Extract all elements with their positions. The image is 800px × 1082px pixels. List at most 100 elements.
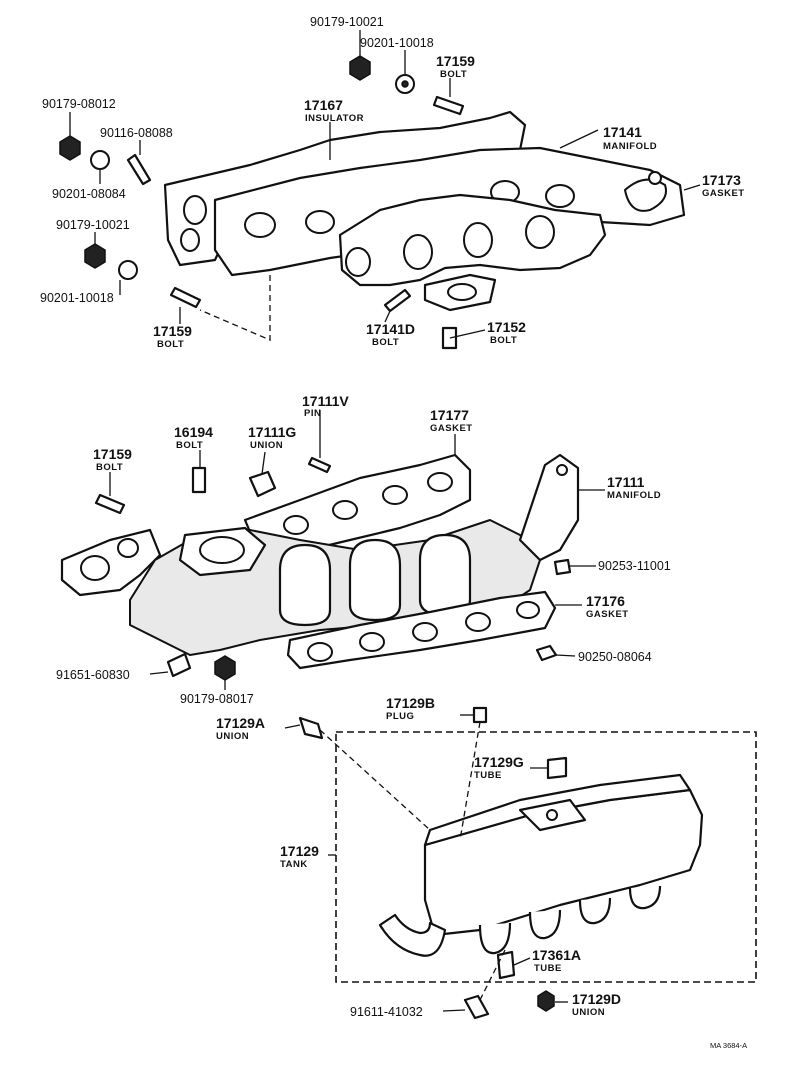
label-90179-08017: 90179-08017 bbox=[180, 692, 254, 706]
label-17141: 17141 bbox=[603, 124, 642, 140]
nut-90179-08017 bbox=[214, 655, 236, 681]
plug-90250-08064 bbox=[535, 644, 558, 662]
label-90201-10018-top: 90201-10018 bbox=[360, 36, 434, 50]
tank-assembly bbox=[298, 706, 757, 1020]
label-17129G-name: TUBE bbox=[474, 770, 502, 781]
drawing-reference: MA 3684-A bbox=[710, 1041, 747, 1050]
flange-port bbox=[545, 184, 575, 208]
flange-port bbox=[80, 555, 110, 581]
tank-tube bbox=[578, 897, 612, 925]
label-91611-41032: 91611-41032 bbox=[350, 1005, 423, 1019]
label-17152: 17152 bbox=[487, 319, 526, 335]
label-17129B: 17129B bbox=[386, 695, 435, 711]
label-90250-08064: 90250-08064 bbox=[578, 650, 652, 664]
label-16194: 16194 bbox=[174, 424, 213, 440]
nut-90179-10021-left bbox=[84, 243, 106, 269]
label-17129A-name: UNION bbox=[216, 731, 249, 742]
union-17129A bbox=[298, 716, 324, 740]
label-17111V: 17111V bbox=[302, 393, 349, 409]
intake-assembly bbox=[60, 453, 580, 681]
plug-90253-11001 bbox=[553, 558, 572, 576]
label-17111-name: MANIFOLD bbox=[607, 490, 661, 501]
label-17173-name: GASKET bbox=[702, 188, 745, 199]
manifold-bracket bbox=[518, 453, 580, 562]
alignment-line bbox=[319, 729, 431, 831]
flange-bolt-hole bbox=[648, 171, 662, 185]
label-90179-08012: 90179-08012 bbox=[42, 97, 116, 111]
exhaust-port bbox=[525, 215, 555, 249]
label-17129-name: TANK bbox=[280, 859, 308, 870]
label-90253-11001: 90253-11001 bbox=[598, 559, 671, 573]
label-90179-10021-left: 90179-10021 bbox=[56, 218, 130, 232]
gasket-port bbox=[412, 622, 438, 642]
bolt-91651-60830 bbox=[166, 652, 192, 678]
flange-port bbox=[305, 210, 335, 234]
gasket-port bbox=[359, 632, 385, 652]
plug-17129B bbox=[472, 706, 488, 724]
bolt-91611-41032 bbox=[463, 994, 490, 1020]
label-17141D-name: BOLT bbox=[372, 337, 399, 348]
exhaust-port bbox=[403, 234, 433, 270]
bracket-hole bbox=[556, 464, 568, 476]
label-17141-name: MANIFOLD bbox=[603, 141, 657, 152]
label-17152-name: BOLT bbox=[490, 335, 517, 346]
label-17141D: 17141D bbox=[366, 321, 415, 337]
bolt-17141D bbox=[383, 288, 412, 313]
exhaust-port bbox=[345, 247, 371, 277]
union-17111G bbox=[248, 470, 277, 498]
bolt-17159-mid bbox=[94, 493, 126, 515]
gasket-port bbox=[382, 485, 408, 505]
label-91651-60830: 91651-60830 bbox=[56, 668, 130, 682]
label-17129D-name: UNION bbox=[572, 1007, 605, 1018]
stud-90116-08088 bbox=[126, 153, 152, 186]
exhaust-port bbox=[463, 222, 493, 258]
label-17129B-name: PLUG bbox=[386, 711, 414, 722]
washer-90201-10018-left bbox=[118, 260, 138, 280]
runner bbox=[348, 538, 402, 622]
label-17129D: 17129D bbox=[572, 991, 621, 1007]
tank-tube bbox=[628, 885, 662, 910]
gasket-port bbox=[307, 642, 333, 662]
label-17167: 17167 bbox=[304, 97, 343, 113]
insulator-port bbox=[180, 228, 200, 252]
part-labels: 90179-10021 90201-10018 17159 BOLT 90179… bbox=[40, 15, 747, 1050]
label-17177-name: GASKET bbox=[430, 423, 473, 434]
label-17129: 17129 bbox=[280, 843, 319, 859]
flange-port bbox=[244, 212, 276, 238]
flange-port bbox=[117, 538, 139, 558]
label-17129G: 17129G bbox=[474, 754, 524, 770]
gasket-port bbox=[516, 601, 540, 619]
label-17176-name: GASKET bbox=[586, 609, 629, 620]
label-17111V-name: PIN bbox=[304, 408, 321, 419]
leader-lines bbox=[69, 30, 701, 1012]
label-17159-left-name: BOLT bbox=[157, 339, 184, 350]
mount-hole bbox=[546, 809, 558, 821]
flange-slot bbox=[623, 178, 667, 212]
gasket-port bbox=[465, 612, 491, 632]
washer-center bbox=[401, 80, 409, 88]
stud-17159 bbox=[432, 95, 465, 116]
stud-17159-left bbox=[169, 286, 202, 309]
label-16194-name: BOLT bbox=[176, 440, 203, 451]
bolt-16194 bbox=[191, 466, 207, 494]
label-90201-08084: 90201-08084 bbox=[52, 187, 126, 201]
label-17111G: 17111G bbox=[248, 424, 296, 440]
nut-90179-10021 bbox=[349, 55, 371, 81]
bolt-17152 bbox=[441, 326, 458, 350]
label-17129A: 17129A bbox=[216, 715, 265, 731]
label-17173: 17173 bbox=[702, 172, 741, 188]
label-17167-name: INSULATOR bbox=[305, 113, 364, 124]
label-17111: 17111 bbox=[607, 474, 645, 490]
top-assembly bbox=[59, 55, 686, 350]
label-17159-top-name: BOLT bbox=[440, 69, 467, 80]
label-17111G-name: UNION bbox=[250, 440, 283, 451]
alignment-line bbox=[199, 275, 271, 341]
tube-17361A bbox=[496, 950, 516, 980]
label-17176: 17176 bbox=[586, 593, 625, 609]
tube-17129G bbox=[546, 756, 568, 780]
tank-tube bbox=[478, 922, 512, 955]
runner bbox=[278, 543, 332, 627]
carburetor-bore bbox=[199, 536, 245, 564]
tank-tube bbox=[528, 909, 562, 940]
